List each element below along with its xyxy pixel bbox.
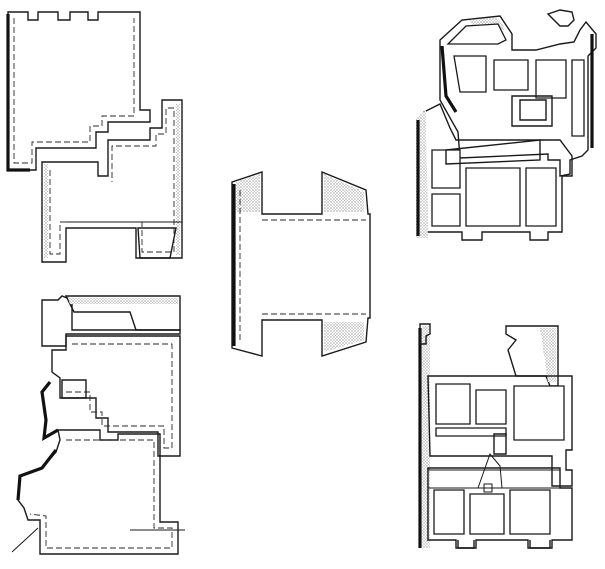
pvc2-bead-stipple: [540, 328, 556, 382]
mullion-stipple-top-left: [236, 174, 260, 212]
bottom-rail-dash: [29, 439, 173, 549]
sash-dash-line: [13, 18, 135, 164]
pvc2-frame-web: [428, 469, 560, 489]
glazing-bead: [61, 379, 87, 399]
pvc2-sash-chamber-a: [435, 383, 471, 425]
pvc2-frame-chamber-a: [433, 489, 465, 535]
frame-block-lower: [41, 99, 183, 263]
sash-outer-face: [6, 14, 30, 172]
frame-stipple-right: [176, 104, 180, 255]
frame-dash-line: [49, 107, 175, 255]
pvc2-sash-chamber-b: [475, 389, 507, 425]
pvc-frame-chamber-c: [465, 167, 521, 227]
bottom-rail-bold: [16, 449, 58, 501]
pvc-profile-bottom-section: [418, 323, 573, 549]
frame-bead: [137, 227, 177, 259]
mullion-stipple-bottom-right: [324, 322, 364, 352]
pvc2-gasket: [477, 453, 503, 489]
mullion-stipple-top-right: [324, 174, 364, 212]
sill-dash: [66, 343, 173, 449]
pvc2-frame-chamber-c: [509, 489, 551, 535]
frame-stipple-band: [44, 164, 48, 258]
pvc-profile-top-section: [416, 9, 597, 241]
pvc-frame-outer: [423, 103, 573, 241]
pvc2-sash-strip: [435, 427, 507, 437]
pvc-chamber-5: [571, 59, 585, 137]
wood-mullion-section: [231, 170, 371, 357]
drip-pointer: [11, 527, 39, 553]
pvc-frame-chamber-d: [525, 167, 557, 227]
pvc2-top-nib: [419, 323, 431, 345]
pvc2-frame-outer: [427, 467, 573, 549]
pvc-frame-seal: [445, 139, 541, 165]
pvc-frame-chamber-b: [431, 193, 461, 227]
sill-body: [51, 335, 181, 457]
pvc-glazing-slot: [511, 95, 553, 127]
pvc2-left-stipple: [422, 326, 430, 548]
pvc-chamber-3: [493, 59, 529, 91]
pvc-chamber-4: [535, 59, 567, 99]
sash-block-upper: [7, 11, 151, 171]
pvc-glazing-insert: [519, 99, 547, 121]
pvc2-sash-outer: [427, 375, 573, 487]
pvc-chamber-1: [446, 23, 507, 45]
wood-sash-bottom-section: [11, 295, 185, 555]
pvc-sash-outer: [439, 15, 597, 177]
pvc2-frame-chamber-b: [469, 493, 505, 535]
pvc2-sash-chamber-c: [513, 385, 565, 441]
pvc-sash-bold: [440, 45, 458, 113]
pvc-top-hook: [546, 9, 575, 27]
sill-stipple-top: [68, 298, 178, 304]
weather-strip: [40, 381, 59, 441]
mullion-left-face: [231, 170, 371, 357]
pvc-chamber-2: [453, 55, 487, 93]
wood-sash-top-section: [6, 11, 183, 263]
sill-cap: [64, 295, 181, 331]
pvc2-steel-clip: [493, 433, 507, 455]
pvc2-rebates: [457, 540, 551, 549]
